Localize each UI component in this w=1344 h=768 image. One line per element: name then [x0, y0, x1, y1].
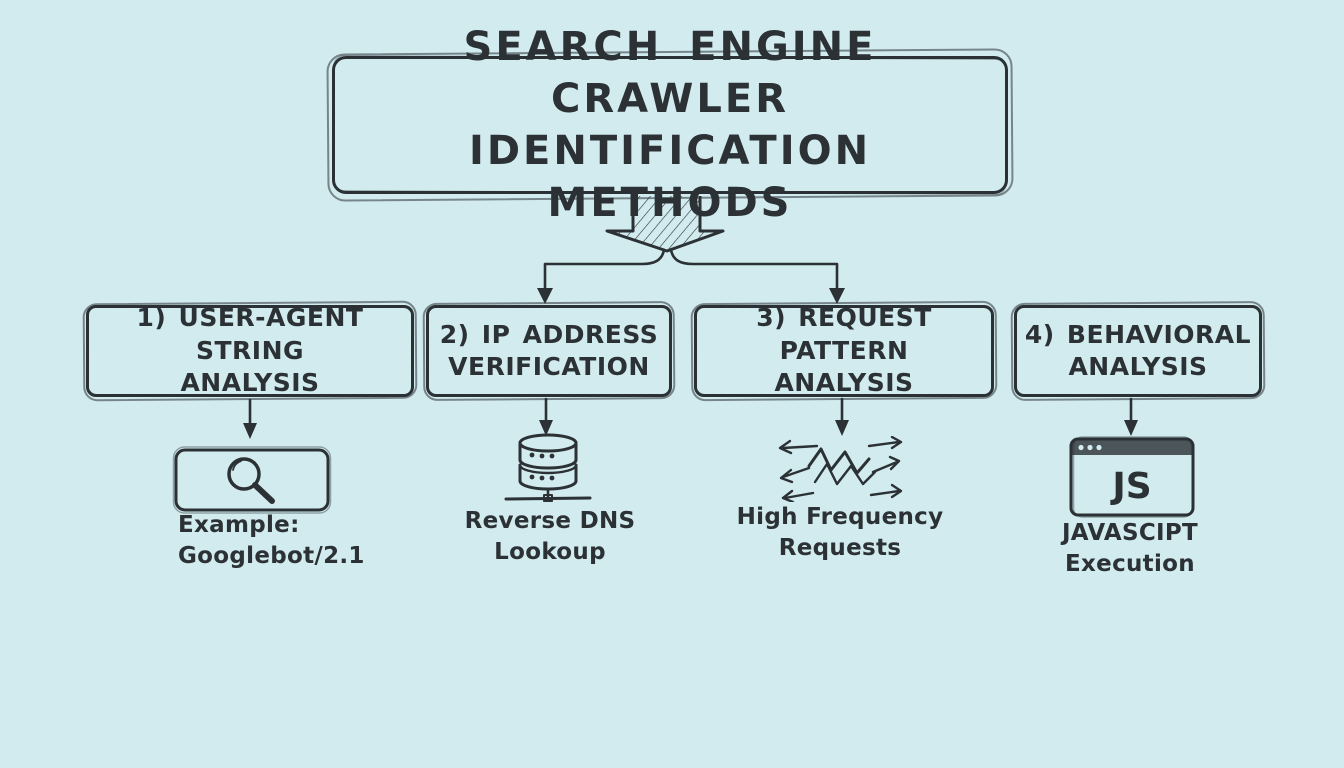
method-1-label-line-2: ANALYSIS: [180, 368, 320, 398]
caption-3-line-1: High Frequency: [736, 504, 944, 530]
caption-2-line-2: Lookoup: [494, 539, 606, 566]
method-box-request-pattern-analysis: 3) REQUEST PATTERN ANALYSIS: [694, 303, 994, 398]
branch-right-connector: [669, 248, 839, 293]
search-magnifier-icon: [172, 444, 332, 516]
title-box: SEARCH ENGINE CRAWLER IDENTIFICATION MET…: [332, 24, 1008, 226]
method-4-label-line-1: 4) BEHAVIORAL: [1024, 319, 1252, 349]
title-line-1: SEARCH ENGINE CRAWLER: [463, 24, 877, 122]
method-box-user-agent-string-analysis: 1) USER-AGENT STRING ANALYSIS: [86, 303, 414, 398]
caption-3-line-2: Requests: [778, 535, 902, 562]
arrowhead-box1-icon: [243, 423, 257, 439]
method-3-label-line-1: 3) REQUEST PATTERN: [756, 303, 932, 365]
method-box-ip-address-verification: 2) IP ADDRESS VERIFICATION: [426, 305, 672, 397]
title-line-2: IDENTIFICATION METHODS: [468, 128, 872, 226]
arrowhead-box4-icon: [1124, 420, 1138, 436]
method-1-label-line-1: 1) USER-AGENT STRING: [136, 303, 364, 365]
js-browser-window-icon: JS: [1068, 436, 1196, 518]
high-frequency-requests-icon: [775, 435, 905, 504]
method-2-label-line-2: VERIFICATION: [448, 352, 650, 381]
caption-1-line-1: Example:: [178, 512, 300, 538]
arrowhead-box3-icon: [835, 420, 849, 436]
branch-left-connector: [543, 248, 666, 293]
caption-user-agent-example: Example: Googlebot/2.1: [178, 510, 365, 572]
caption-2-line-1: Reverse DNS: [464, 508, 636, 534]
method-2-label-line-1: 2) IP ADDRESS: [439, 319, 659, 349]
method-4-label-line-2: ANALYSIS: [1068, 352, 1208, 381]
caption-4-line-1: JAVASCIPT: [1061, 520, 1199, 546]
caption-1-line-2: Googlebot/2.1: [178, 543, 365, 570]
caption-reverse-dns-lookup: Reverse DNS Lookoup: [448, 506, 652, 568]
caption-4-line-2: Execution: [1065, 551, 1195, 578]
method-3-label-line-2: ANALYSIS: [774, 368, 914, 398]
branch-left-arrowhead-icon: [537, 288, 553, 304]
caption-javascript-execution: JAVASCIPT Execution: [1026, 518, 1234, 580]
method-box-behavioral-analysis: 4) BEHAVIORAL ANALYSIS: [1014, 305, 1262, 397]
caption-high-frequency-requests: High Frequency Requests: [736, 502, 944, 564]
js-label: JS: [1109, 466, 1151, 507]
dns-server-icon: [498, 433, 598, 505]
